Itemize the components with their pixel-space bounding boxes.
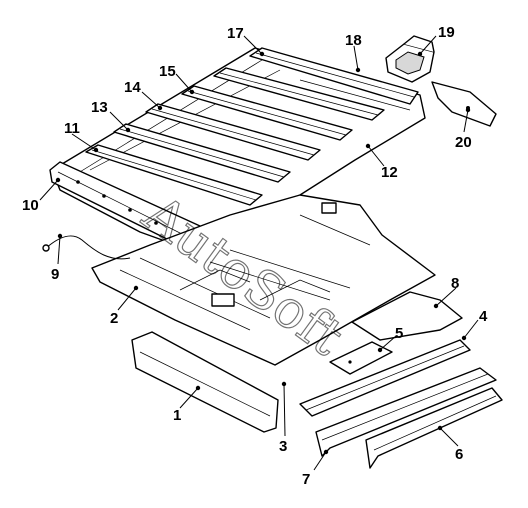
roof-bow-11 bbox=[85, 144, 263, 206]
bracket-19 bbox=[385, 35, 435, 83]
callout-12: 12 bbox=[381, 164, 398, 181]
roof-bow-15 bbox=[181, 85, 353, 141]
callout-5: 5 bbox=[395, 325, 403, 342]
callout-20: 20 bbox=[455, 134, 472, 151]
callout-14: 14 bbox=[124, 79, 141, 96]
callout-7: 7 bbox=[302, 471, 310, 488]
callout-15: 15 bbox=[159, 63, 176, 80]
leader-lines bbox=[39, 35, 479, 471]
callout-10: 10 bbox=[22, 197, 39, 214]
roof-bow-14 bbox=[145, 103, 321, 161]
callout-6: 6 bbox=[455, 446, 463, 463]
callout-9: 9 bbox=[51, 266, 59, 283]
roof-bow-17 bbox=[213, 67, 385, 121]
plate-20 bbox=[431, 81, 497, 127]
floor-panel-2 bbox=[91, 194, 436, 366]
crossmember-8 bbox=[351, 291, 463, 341]
callout-19: 19 bbox=[438, 24, 455, 41]
side-sill-1 bbox=[131, 331, 279, 433]
callout-2: 2 bbox=[110, 310, 118, 327]
callout-18: 18 bbox=[345, 32, 362, 49]
roof-bow-13 bbox=[113, 123, 291, 183]
rail-7 bbox=[315, 367, 497, 457]
callout-13: 13 bbox=[91, 99, 108, 116]
callout-labels: 1 2 3 4 5 6 7 8 9 10 11 12 13 14 15 17 1… bbox=[22, 24, 488, 488]
callout-4: 4 bbox=[479, 308, 488, 325]
callout-anchors bbox=[55, 51, 471, 455]
callout-3: 3 bbox=[279, 438, 287, 455]
cable-9 bbox=[42, 235, 131, 260]
callout-11: 11 bbox=[64, 120, 80, 137]
sill-reinforcement-4 bbox=[299, 339, 471, 417]
callout-1: 1 bbox=[173, 407, 181, 424]
callout-8: 8 bbox=[451, 275, 459, 292]
callout-17: 17 bbox=[227, 25, 244, 42]
rear-bracket-5 bbox=[329, 341, 393, 375]
